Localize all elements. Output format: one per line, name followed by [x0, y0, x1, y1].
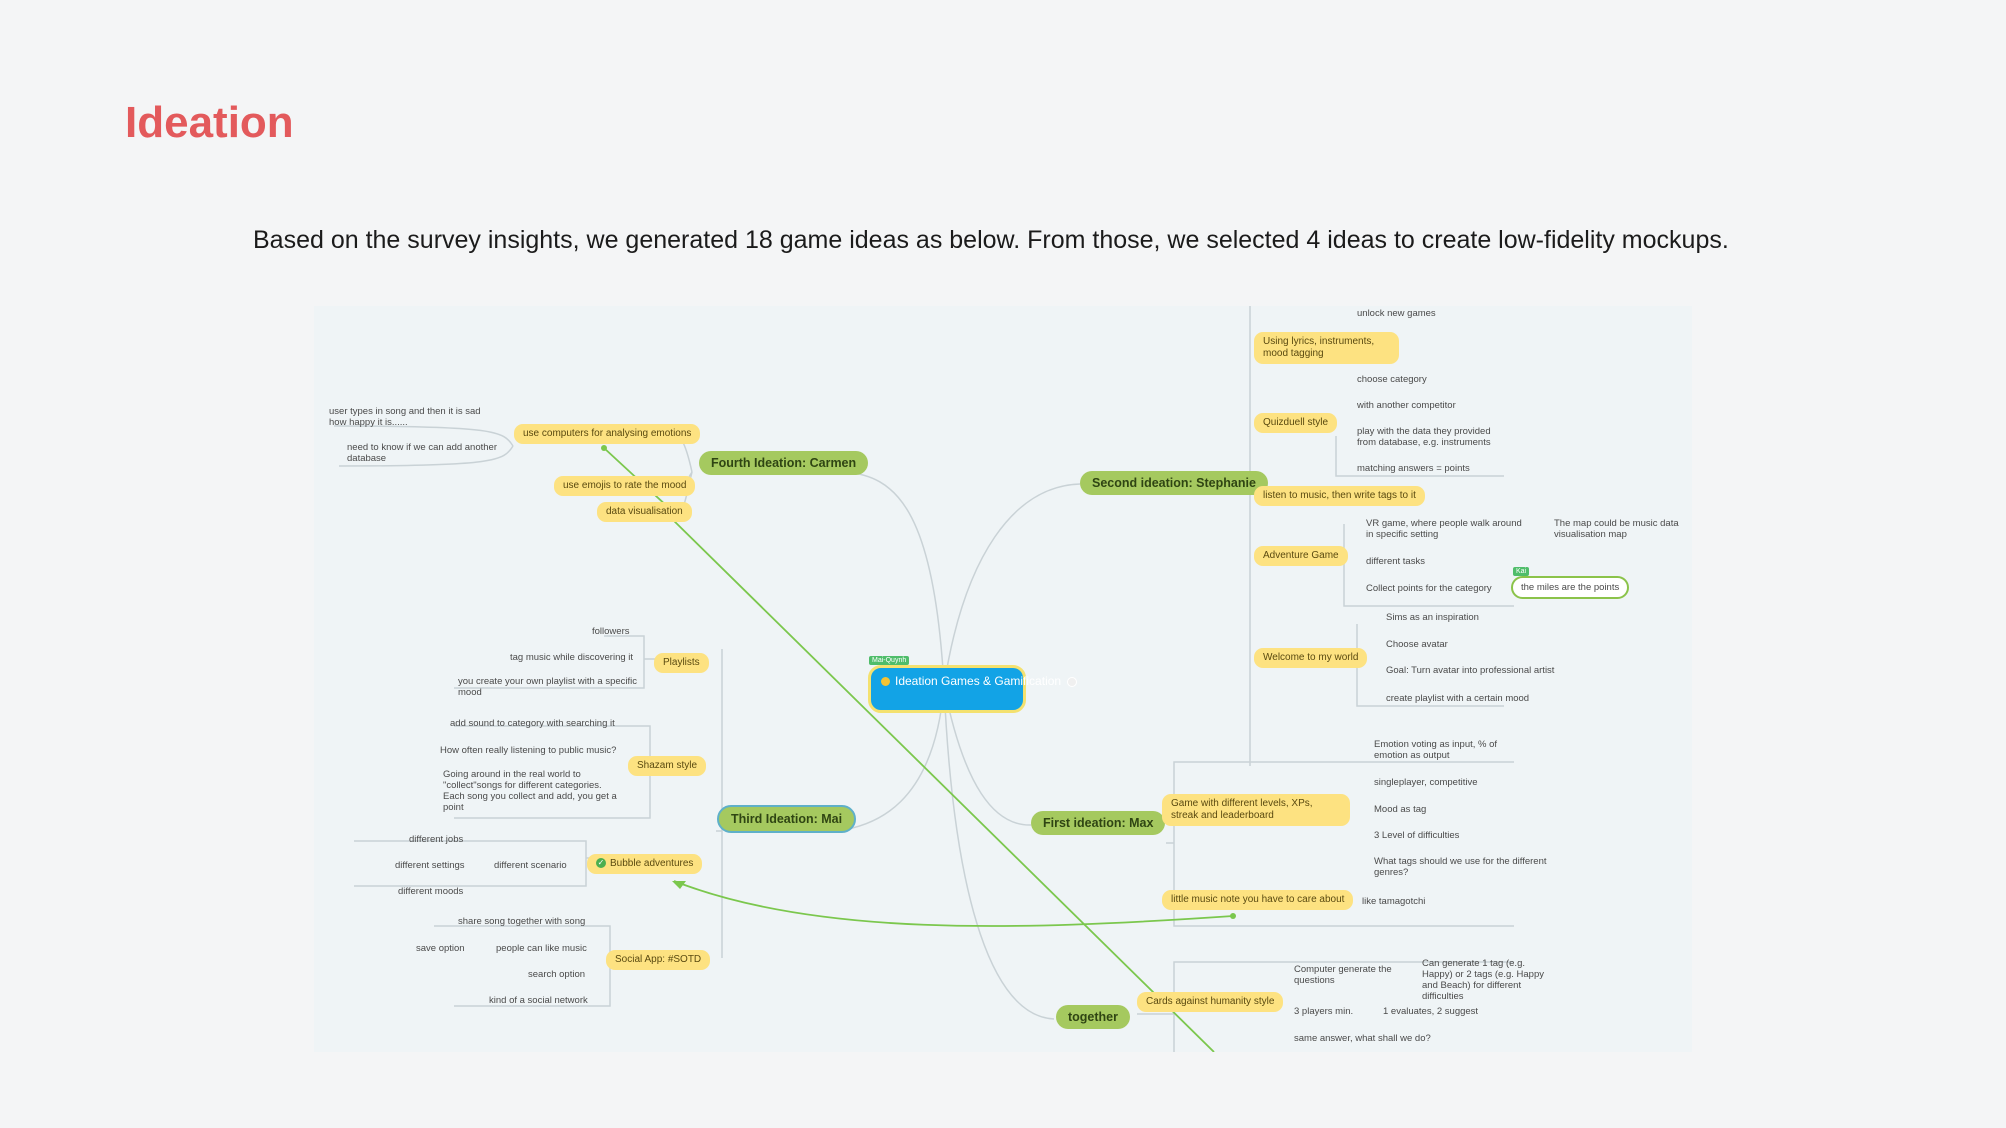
topic-quizduell-style[interactable]: Quizduell style: [1254, 413, 1338, 433]
leaf-people-like-music: people can like music: [496, 943, 587, 954]
mindmap-canvas[interactable]: Mai-Quynh Ideation Games & Gamification …: [314, 306, 1692, 1052]
leaf-collect-points: Collect points for the category: [1366, 583, 1492, 594]
topic-social-app[interactable]: Social App: #SOTD: [606, 950, 711, 970]
leaf-own-playlist: you create your own playlist with a spec…: [458, 676, 637, 698]
branch-fourth-ideation[interactable]: Fourth Ideation: Carmen: [699, 451, 869, 475]
leaf-level-difficulties: 3 Level of difficulties: [1374, 830, 1460, 841]
leaf-another-competitor: with another competitor: [1357, 400, 1456, 411]
mindmap-connectors: [333, 306, 1514, 1052]
branch-first-ideation[interactable]: First ideation: Max: [1031, 811, 1166, 835]
leaf-evaluates-suggest: 1 evaluates, 2 suggest: [1383, 1006, 1479, 1017]
topic-playlists[interactable]: Playlists: [654, 653, 709, 673]
leaf-map-music-data: The map could be music data visualisatio…: [1554, 518, 1679, 540]
leaf-like-tamagotchi: like tamagotchi: [1362, 896, 1426, 907]
leaf-singleplayer: singleplayer, competitive: [1374, 777, 1478, 788]
central-topic[interactable]: Ideation Games & Gamification: [868, 665, 1078, 713]
topic-lyrics-tagging[interactable]: Using lyrics, instruments, mood tagging: [1254, 332, 1399, 364]
check-icon: ✓: [596, 858, 606, 869]
leaf-unlock-new-games: unlock new games: [1357, 308, 1436, 319]
topic-bubble-adventures-label: Bubble adventures: [610, 858, 694, 869]
leaf-different-settings: different settings: [395, 860, 465, 871]
topic-game-levels[interactable]: Game with different levels, XPs, streak …: [1162, 794, 1350, 826]
leaf-sims-inspiration: Sims as an inspiration: [1386, 612, 1479, 623]
leaf-add-sound: add sound to category with searching it: [450, 718, 615, 729]
leaf-3-players: 3 players min.: [1294, 1006, 1354, 1017]
topic-emojis-rate-mood[interactable]: use emojis to rate the mood: [554, 476, 696, 496]
branch-third-ideation[interactable]: Third Ideation: Mai: [717, 805, 857, 833]
leaf-create-playlist-mood: create playlist with a certain mood: [1386, 693, 1530, 704]
branch-second-ideation[interactable]: Second ideation: Stephanie: [1080, 471, 1268, 495]
topic-data-visualisation[interactable]: data visualisation: [597, 502, 692, 522]
leaf-different-scenario: different scenario: [494, 860, 567, 871]
leaf-user-types-song: user types in song and then it is sad ho…: [329, 406, 481, 428]
leaf-vr-game: VR game, where people walk around in spe…: [1366, 518, 1522, 540]
leaf-social-network: kind of a social network: [489, 995, 588, 1006]
leaf-choose-category: choose category: [1357, 374, 1427, 385]
leaf-share-song: share song together with song: [458, 916, 586, 927]
leaf-tag-music: tag music while discovering it: [510, 652, 634, 663]
leaf-different-jobs: different jobs: [409, 834, 464, 845]
leaf-tags-genres: What tags should we use for the differen…: [1374, 856, 1547, 878]
leaf-emotion-voting: Emotion voting as input, % of emotion as…: [1374, 739, 1498, 761]
kai-tag: Kai: [1513, 567, 1530, 576]
collapse-icon[interactable]: [1067, 676, 1078, 687]
leaf-generate-tags: Can generate 1 tag (e.g. Happy) or 2 tag…: [1422, 958, 1544, 1002]
leaf-save-option: save option: [416, 943, 465, 954]
leaf-another-database: need to know if we can add another datab…: [347, 442, 497, 464]
topic-adventure-game[interactable]: Adventure Game: [1254, 546, 1348, 566]
leaf-choose-avatar: Choose avatar: [1386, 639, 1448, 650]
topic-shazam-style[interactable]: Shazam style: [628, 756, 707, 776]
topic-listen-write-tags[interactable]: listen to music, then write tags to it: [1254, 486, 1425, 506]
emoji-icon: [881, 677, 890, 687]
leaf-different-moods: different moods: [398, 886, 464, 897]
leaf-search-option: search option: [528, 969, 586, 980]
leaf-same-answer: same answer, what shall we do?: [1294, 1033, 1431, 1044]
leaf-followers: followers: [592, 626, 630, 637]
topic-cards-against-humanity[interactable]: Cards against humanity style: [1137, 992, 1284, 1012]
topic-music-note[interactable]: little music note you have to care about: [1162, 890, 1354, 910]
topic-miles-points[interactable]: the miles are the points: [1511, 576, 1630, 599]
leaf-computer-generate: Computer generate the questions: [1294, 964, 1392, 986]
leaf-mood-as-tag: Mood as tag: [1374, 804, 1427, 815]
topic-bubble-adventures[interactable]: ✓ Bubble adventures: [587, 854, 703, 874]
branch-together[interactable]: together: [1056, 1005, 1130, 1029]
leaf-real-world-collect: Going around in the real world to "colle…: [443, 769, 617, 813]
leaf-play-with-data: play with the data they provided from da…: [1357, 426, 1491, 448]
topic-analysing-emotions[interactable]: use computers for analysing emotions: [514, 424, 701, 444]
page-title: Ideation: [125, 98, 294, 147]
leaf-public-music: How often really listening to public mus…: [440, 745, 617, 756]
topic-welcome-my-world[interactable]: Welcome to my world: [1254, 648, 1368, 668]
intro-text: Based on the survey insights, we generat…: [253, 226, 1729, 254]
leaf-different-tasks: different tasks: [1366, 556, 1425, 567]
central-topic-label: Ideation Games & Gamification: [895, 674, 1062, 688]
leaf-matching-answers: matching answers = points: [1357, 463, 1470, 474]
leaf-turn-avatar-artist: Goal: Turn avatar into professional arti…: [1386, 665, 1555, 676]
author-tag: Mai-Quynh: [869, 656, 910, 665]
